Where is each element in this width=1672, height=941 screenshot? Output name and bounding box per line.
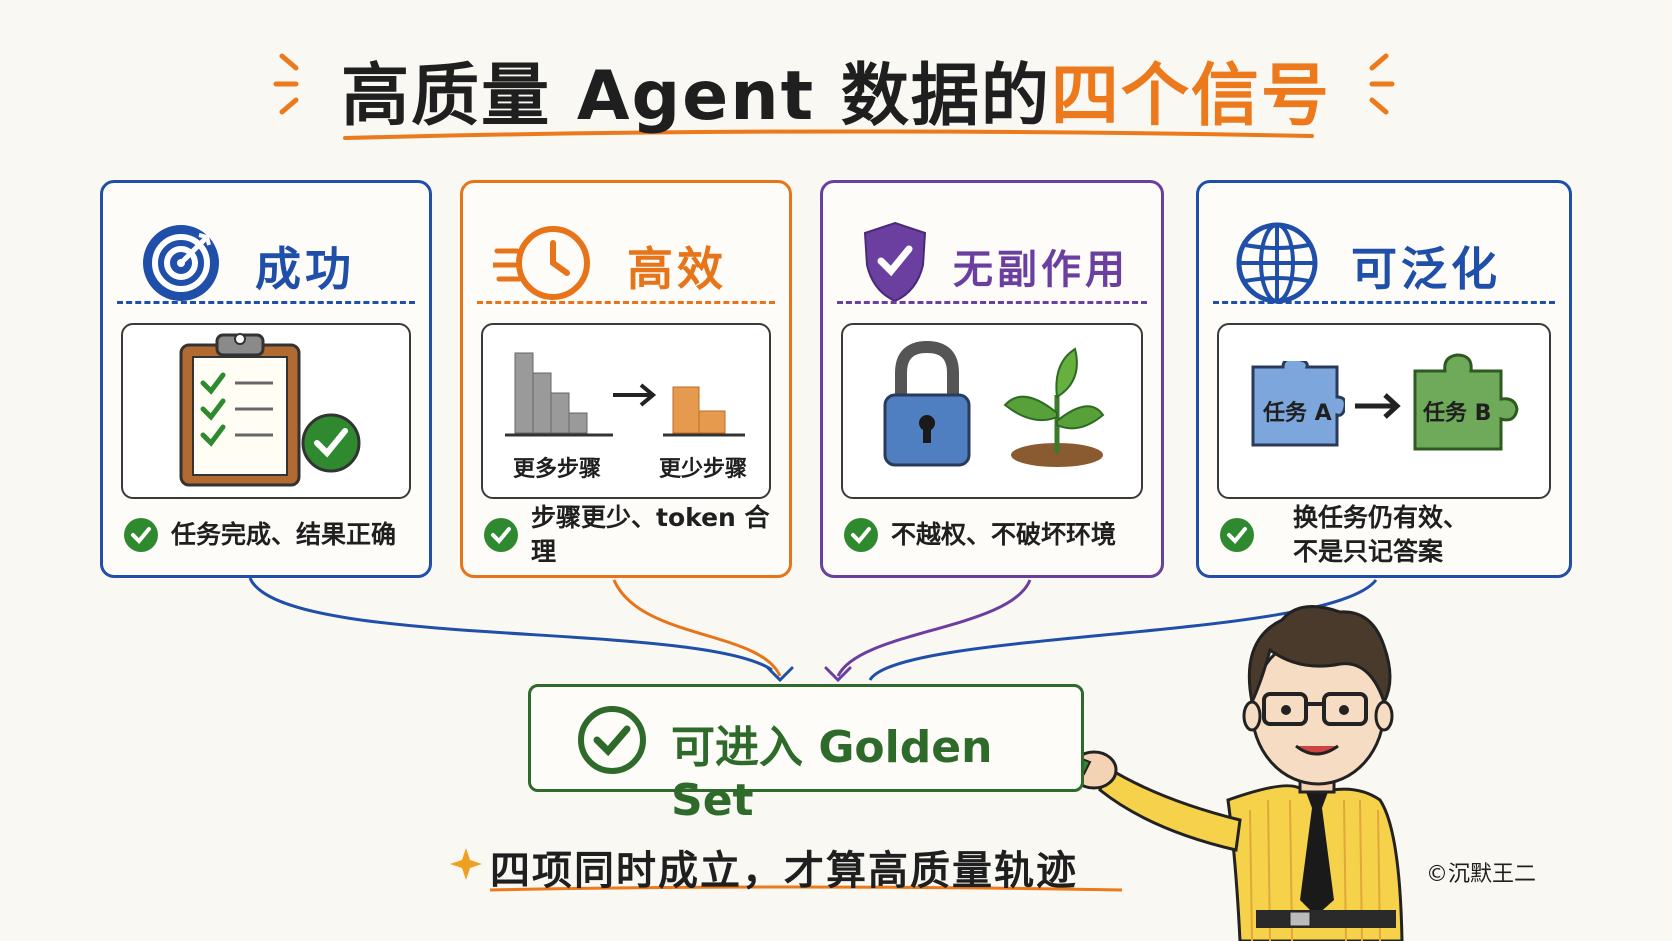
card-header: 高效	[463, 201, 789, 301]
card-criteria: 不越权、不破坏环境	[891, 520, 1117, 549]
card-no-side-effect: 无副作用 不越权、不破坏环境	[820, 180, 1164, 578]
connector-efficient	[612, 579, 782, 677]
shield-check-icon	[863, 221, 927, 303]
bottom-note-underline	[489, 885, 1123, 892]
card-criteria-line2: 不是只记答案	[1293, 537, 1444, 566]
illustration-panel: 更多步骤 更少步骤	[481, 323, 771, 499]
clipboard-check-icon	[179, 333, 361, 487]
divider	[837, 301, 1147, 304]
title-highlight: 四个信号	[1050, 57, 1331, 136]
copyright: ©沉默王二	[1426, 862, 1537, 887]
check-circle-icon	[484, 518, 518, 552]
puzzle-b-label: 任务 B	[1423, 401, 1492, 426]
check-circle-icon	[124, 518, 158, 552]
check-circle-icon	[1220, 518, 1254, 552]
illustration-panel: 任务 A 任务 B	[1217, 323, 1551, 499]
card-header: 可泛化	[1199, 201, 1569, 304]
puzzle-a-icon	[1251, 361, 1345, 447]
arrow-right-icon	[1355, 393, 1401, 419]
title-spark-right-icon	[1369, 53, 1395, 115]
card-efficient: 高效 更多步骤 更少步骤 步骤更少、token 合理	[460, 180, 792, 578]
card-footer: 步骤更少、token 合理	[483, 503, 779, 566]
illustration-panel	[121, 323, 411, 499]
puzzle-b-icon	[1413, 353, 1519, 451]
check-circle-icon	[844, 518, 878, 552]
target-icon	[143, 225, 219, 301]
card-header: 无副作用	[823, 201, 1161, 303]
puzzle-a-label: 任务 A	[1263, 401, 1332, 426]
connector-success	[248, 577, 773, 672]
globe-icon	[1236, 222, 1318, 304]
title-spark-left-icon	[273, 53, 299, 115]
label-fewer-steps: 更少步骤	[659, 457, 748, 482]
clock-fast-icon	[493, 226, 590, 300]
card-header: 成功	[103, 201, 429, 301]
lock-and-plant-icon	[883, 340, 1105, 467]
arrowhead-right-icon	[824, 666, 852, 683]
presenter-character	[1058, 605, 1404, 941]
golden-set-box: 可进入 Golden Set	[528, 684, 1084, 826]
arrowhead-left-icon	[766, 666, 794, 683]
card-title: 高效	[627, 242, 727, 296]
illustration-panel	[841, 323, 1143, 499]
connector-no-side-effect	[836, 579, 1032, 677]
title-underline	[343, 129, 1314, 140]
card-criteria-line1: 换任务仍有效、	[1293, 503, 1469, 532]
card-generalizable: 可泛化 任务 A 任务 B 换任务仍有效、 不是只记答案	[1196, 180, 1572, 578]
sparkle-icon	[450, 848, 482, 880]
divider	[117, 301, 415, 304]
connector-generalize	[868, 579, 1378, 681]
card-criteria: 步骤更少、token 合理	[531, 503, 770, 566]
bottom-note: 四项同时成立，才算高质量轨迹	[490, 848, 1078, 894]
divider	[477, 301, 775, 304]
card-criteria: 换任务仍有效、 不是只记答案	[1267, 501, 1468, 569]
page-title: 高质量 Agent 数据的四个信号	[0, 40, 1672, 139]
card-footer: 不越权、不破坏环境	[843, 505, 1151, 565]
check-circle-outline-icon	[578, 706, 646, 774]
steps-comparison-icon	[505, 352, 745, 437]
card-title: 成功	[255, 242, 355, 296]
card-footer: 换任务仍有效、 不是只记答案	[1219, 501, 1559, 569]
title-main: 高质量 Agent 数据的	[341, 57, 1051, 136]
card-success: 成功 任务完成、结果正确	[100, 180, 432, 578]
label-more-steps: 更多步骤	[513, 457, 602, 482]
divider	[1213, 301, 1555, 304]
tie	[1300, 792, 1334, 916]
golden-set-label: 可进入 Golden Set	[671, 722, 993, 826]
card-title: 无副作用	[953, 247, 1129, 293]
card-footer: 任务完成、结果正确	[123, 505, 419, 565]
card-title: 可泛化	[1351, 242, 1501, 296]
card-criteria: 任务完成、结果正确	[171, 520, 397, 549]
